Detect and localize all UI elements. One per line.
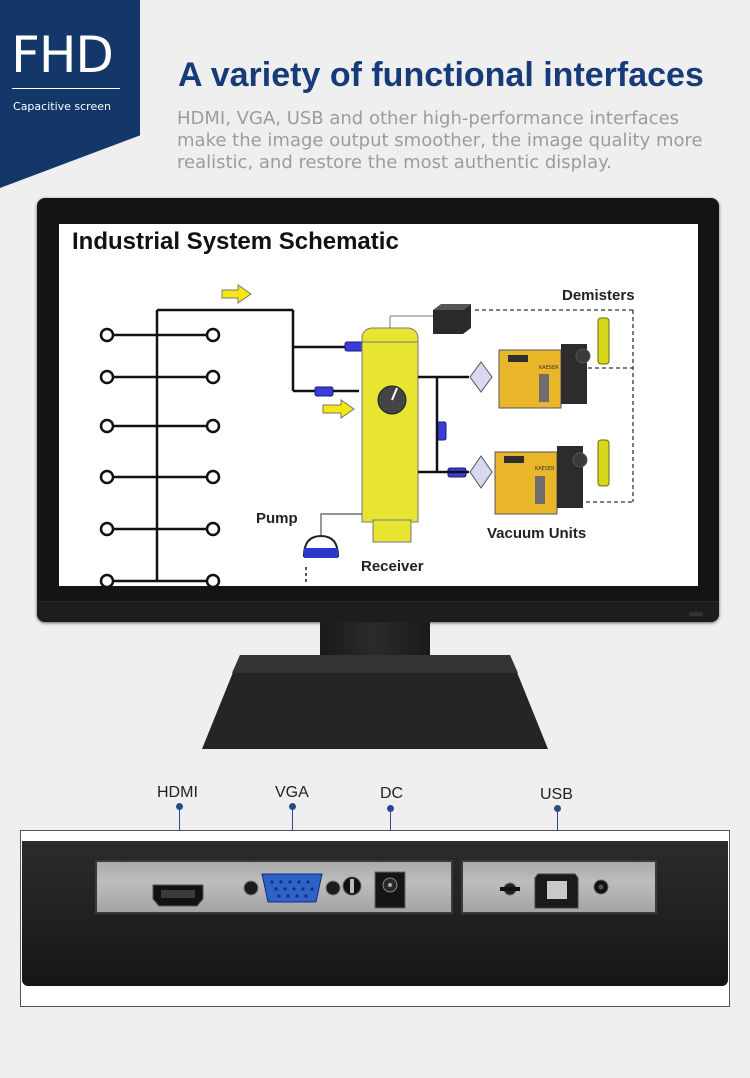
receiver-label: Receiver bbox=[361, 558, 424, 575]
vga-label: VGA bbox=[275, 784, 309, 801]
brand-label: KAESER bbox=[539, 365, 559, 371]
usb-b-port-icon bbox=[534, 873, 579, 909]
receiver-tank bbox=[361, 327, 419, 543]
vacuum-units-label: Vacuum Units bbox=[487, 525, 586, 542]
valve-icons bbox=[314, 341, 467, 478]
badge-divider bbox=[12, 88, 120, 89]
outlet-lines bbox=[418, 375, 469, 474]
hdmi-port-icon bbox=[152, 884, 204, 907]
vacuum-unit-upper: KAESER bbox=[498, 344, 591, 409]
brand-label-lower: KAESER bbox=[535, 466, 555, 472]
headphone-jack-icon bbox=[593, 879, 609, 895]
screw-hole-icon bbox=[500, 882, 520, 896]
demisters-label: Demisters bbox=[562, 287, 635, 304]
control-box bbox=[433, 304, 471, 334]
page-title: A variety of functional interfaces bbox=[178, 56, 704, 94]
vacuum-unit-lower: KAESER bbox=[494, 446, 588, 515]
dc-label: DC bbox=[380, 785, 404, 802]
flow-arrow-icon bbox=[221, 284, 355, 419]
filter-icons bbox=[469, 361, 493, 489]
hdmi-label: HDMI bbox=[157, 784, 198, 801]
audio-jack-icon bbox=[342, 876, 362, 896]
schematic-title: Industrial System Schematic bbox=[72, 228, 399, 255]
pump-label: Pump bbox=[256, 510, 298, 527]
badge-caption: Capacitive screen bbox=[13, 100, 111, 113]
bus-lines bbox=[155, 308, 359, 582]
page-description: HDMI, VGA, USB and other high-performanc… bbox=[177, 108, 703, 173]
fhd-badge: FHD Capacitive screen bbox=[0, 0, 140, 188]
dc-jack-icon bbox=[374, 871, 406, 909]
fhd-label: FHD bbox=[11, 26, 114, 84]
monitor-screen: Industrial System Schematic bbox=[59, 224, 698, 586]
pump-icon bbox=[302, 513, 362, 584]
schematic-diagram: Industrial System Schematic bbox=[72, 228, 635, 586]
power-led bbox=[689, 612, 703, 616]
monitor-chin bbox=[37, 601, 719, 622]
input-nodes bbox=[99, 327, 221, 586]
monitor-stand-base bbox=[202, 655, 548, 749]
demister-icons bbox=[597, 317, 610, 487]
usb-label: USB bbox=[540, 786, 573, 803]
vga-port-icon bbox=[243, 873, 341, 903]
